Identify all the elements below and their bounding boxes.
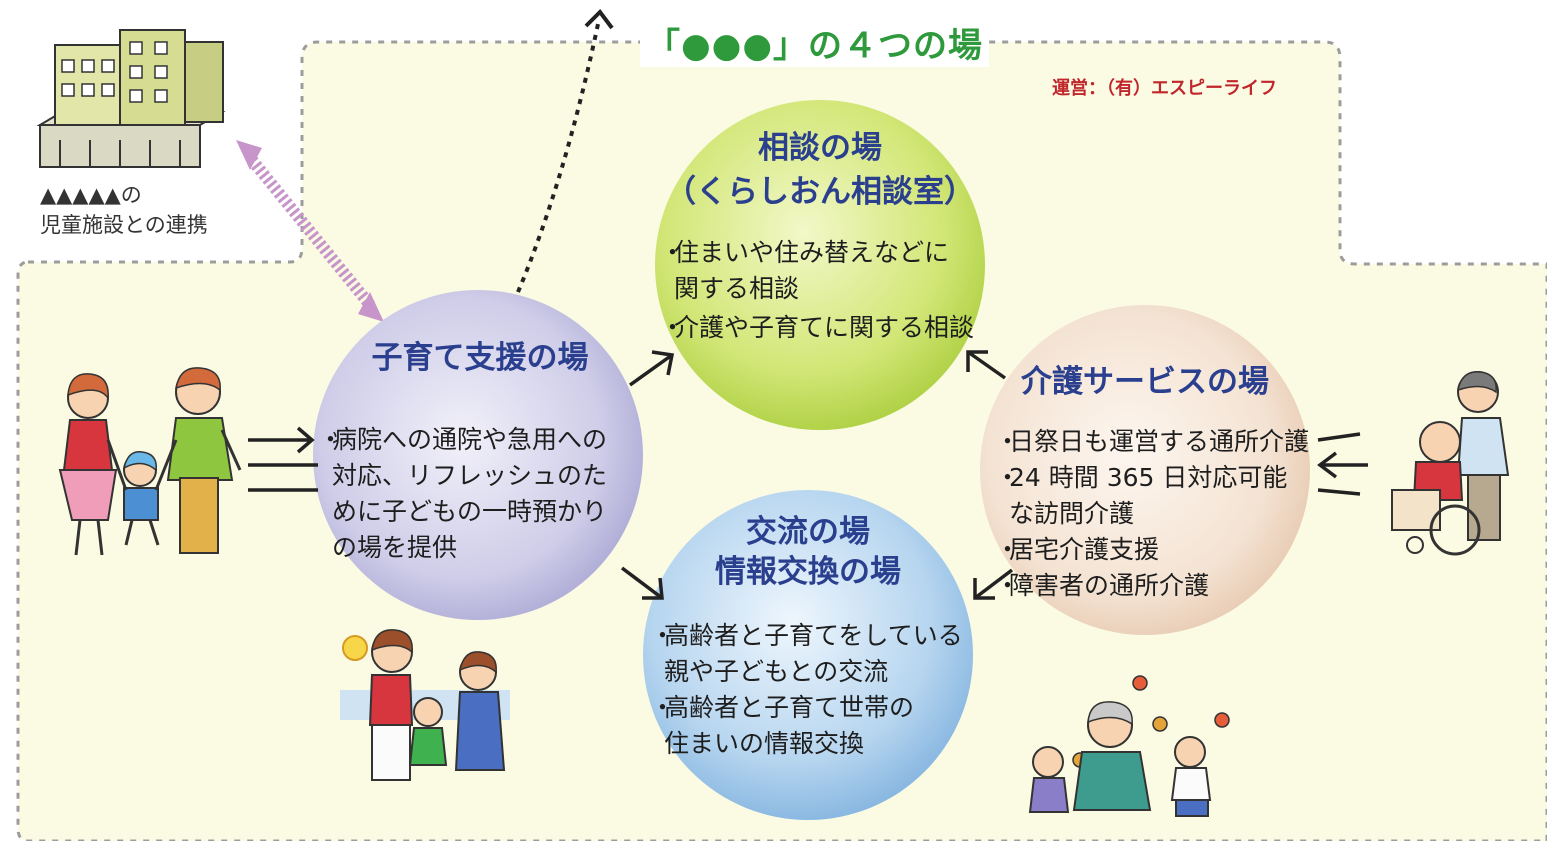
childcare-item-1: ・病院への通院や急用への 対応、リフレッシュのた めに子どもの一時預かり の場を… [318, 422, 607, 566]
facility-link-arrow [236, 140, 384, 322]
exchange-title: 交流の場 [746, 514, 870, 550]
consult-circle [655, 100, 985, 430]
care-item-2: ・24 時間 365 日対応可能 な訪問介護 [995, 460, 1287, 532]
playing-elderly-illustration [1028, 675, 1230, 817]
care-item-4-line-1: 障害者の通所介護 [1009, 571, 1210, 600]
connector-arrows [248, 350, 1368, 600]
consult-item-2: ・介護や子育てに関する相談 [660, 313, 975, 342]
exchange-subtitle: 情報交換の場 [715, 554, 901, 590]
childcare-item-1-line-1: 病院への通院や急用への [332, 425, 608, 454]
exchange-circle [643, 490, 973, 820]
care-item-2-line-2: な訪問介護 [1009, 499, 1135, 528]
care-item-2-line-1: 24 時間 365 日対応可能 [1009, 463, 1288, 492]
family-illustration [58, 367, 242, 556]
exchange-item-1-line-1: 高齢者と子育てをしている [664, 621, 963, 650]
consult-item-1-line-2: 関する相談 [674, 274, 800, 303]
exchange-item-2: ・高齢者と子育て世帯の 住まいの情報交換 [650, 690, 914, 762]
facility-caption: ▲▲▲▲▲の 児童施設との連携 [40, 180, 208, 240]
exchange-item-2-line-2: 住まいの情報交換 [664, 729, 865, 758]
consult-subtitle: （くらしおん相談室） [665, 174, 975, 210]
care-item-1: ・日祭日も運営する通所介護 [995, 427, 1310, 456]
childcare-item-1-line-3: めに子どもの一時預かり [332, 497, 608, 526]
consult-item-1: ・住まいや住み替えなどに 関する相談 [660, 235, 949, 307]
childcare-title: 子育て支援の場 [371, 340, 589, 376]
consult-item-1-line-1: 住まいや住み替えなどに [674, 238, 950, 267]
exchange-item-2-line-1: 高齢者と子育て世帯の [664, 693, 915, 722]
childcare-item-1-line-4: の場を提供 [332, 533, 458, 562]
care-item-4: ・障害者の通所介護 [995, 571, 1210, 600]
childcare-item-1-line-2: 対応、リフレッシュのた [332, 461, 608, 490]
exchange-item-1: ・高齢者と子育てをしている 親や子どもとの交流 [650, 618, 963, 690]
operator-label: 運営：（有）エスピーライフ [1052, 78, 1277, 99]
building-icon [36, 29, 226, 168]
wheelchair-illustration [1391, 371, 1510, 556]
consult-item-2-line-1: 介護や子育てに関する相談 [674, 313, 975, 342]
mother-children-illustration [340, 629, 510, 781]
diagram-title: 「●●●」の４つの場 [640, 18, 990, 67]
facility-line-1: ▲▲▲▲▲の [40, 183, 142, 207]
consult-title: 相談の場 [758, 130, 882, 166]
care-item-1-line-1: 日祭日も運営する通所介護 [1009, 427, 1310, 456]
exchange-item-1-line-2: 親や子どもとの交流 [664, 657, 889, 686]
childcare-circle [313, 290, 643, 620]
care-title: 介護サービスの場 [1021, 364, 1269, 400]
facility-line-2: 児童施設との連携 [40, 213, 208, 237]
upward-dotted-arrow [516, 8, 614, 293]
care-item-3: ・居宅介護支援 [995, 535, 1160, 564]
care-item-3-line-1: 居宅介護支援 [1009, 535, 1160, 564]
care-circle [980, 305, 1310, 635]
